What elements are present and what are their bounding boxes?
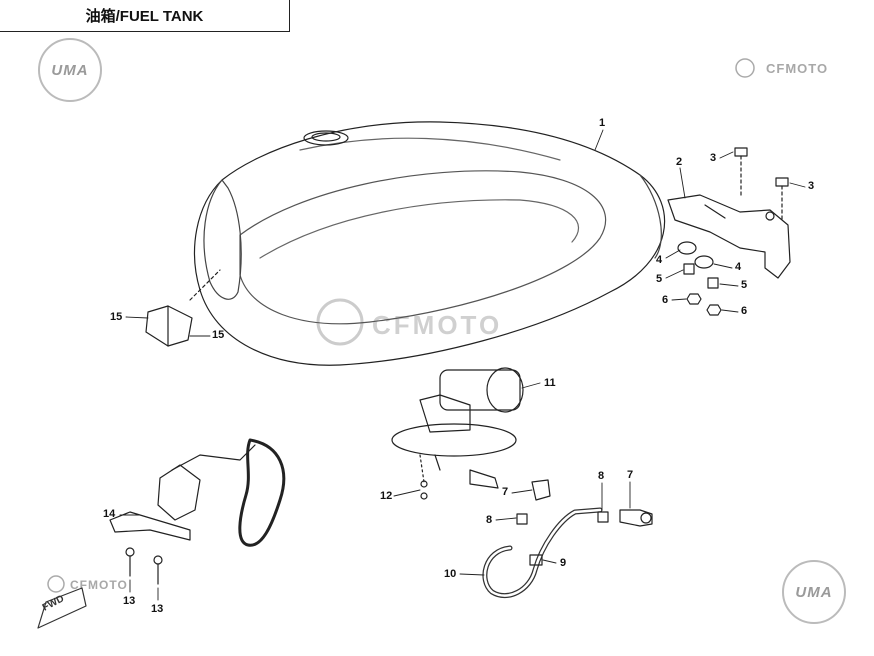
uma-logo-bottom-right: UMA <box>782 560 846 624</box>
callout-9: 9 <box>560 557 567 569</box>
collar-5-left <box>683 263 695 275</box>
nut-6-left <box>686 293 702 305</box>
leader-2 <box>679 167 686 199</box>
damper-4-right <box>694 255 714 269</box>
leader-5b <box>719 283 739 287</box>
callout-1: 1 <box>599 117 606 129</box>
connector-7-left <box>531 479 551 501</box>
leader-4b <box>713 263 733 269</box>
uma-logo-text: UMA <box>51 61 89 79</box>
callout-13: 13 <box>151 603 164 615</box>
callout-8: 8 <box>598 470 605 482</box>
leader-1 <box>594 129 604 151</box>
tank-bracket-slot <box>704 204 726 219</box>
callout-5: 5 <box>656 273 663 285</box>
fuel-tank-contour <box>299 137 561 161</box>
fuel-pump-filter <box>419 394 471 433</box>
float-arm <box>171 444 256 471</box>
leader-15a <box>125 316 149 319</box>
screw-12-a <box>420 480 428 488</box>
leader-3b <box>789 182 806 188</box>
callout-11: 11 <box>544 377 556 389</box>
bolt-3-right <box>775 177 789 223</box>
callout-15: 15 <box>212 329 225 341</box>
nut-6-right <box>706 304 722 316</box>
cfmoto-logo-ring <box>47 575 65 593</box>
clamp-8-right <box>597 511 609 523</box>
bolt-3-upper <box>734 147 748 196</box>
leader-10 <box>459 573 485 576</box>
uma-logo-text: UMA <box>795 583 833 601</box>
connector-7-right <box>619 509 653 527</box>
screw-13-left <box>125 547 135 577</box>
tank-bracket <box>667 194 791 279</box>
forward-arrow-icon <box>37 587 87 629</box>
screw-12-b <box>420 492 428 500</box>
fuel-pump-outlet <box>469 469 499 489</box>
clamp-8-left <box>516 513 528 525</box>
callout-7: 7 <box>627 469 634 481</box>
cfmoto-logo-ring <box>735 58 755 78</box>
cfmoto-watermark-ring <box>316 298 364 346</box>
leader-6a <box>671 298 687 301</box>
fuel-tank-mount-tab <box>639 174 662 259</box>
fuel-cap-recess <box>303 130 349 146</box>
callout-3: 3 <box>710 152 717 164</box>
fuel-pump-body <box>439 369 521 411</box>
fuel-pump-flange <box>391 423 517 457</box>
callout-8: 8 <box>486 514 493 526</box>
float-bracket-14 <box>109 511 191 541</box>
callout-6: 6 <box>662 294 669 306</box>
page-title: 油箱/FUEL TANK <box>0 0 290 32</box>
callout-4: 4 <box>735 261 742 273</box>
fuel-cap-recess-inner <box>311 132 341 142</box>
hose-clamp-9 <box>529 554 543 566</box>
tank-bracket-hole <box>765 211 775 221</box>
leader-11 <box>521 382 541 389</box>
float-housing <box>157 464 201 521</box>
cfmoto-logo-top-right: CFMOTO <box>766 61 829 76</box>
callout-7: 7 <box>502 486 509 498</box>
leader-8a <box>495 517 517 521</box>
leader-3a <box>719 151 734 159</box>
callout-12: 12 <box>380 490 393 502</box>
leader-5a <box>665 269 684 279</box>
fuel-tank-inner-line <box>259 199 580 259</box>
callout-4: 4 <box>656 254 663 266</box>
leader-7a <box>511 489 533 494</box>
callout-13: 13 <box>123 595 136 607</box>
cfmoto-watermark: CFMOTO <box>372 310 503 340</box>
fuel-tank-rear-opening <box>203 179 242 300</box>
callout-3: 3 <box>808 180 815 192</box>
leader-4a <box>665 249 681 259</box>
callout-5: 5 <box>741 279 748 291</box>
leader-9 <box>542 559 557 564</box>
callout-14: 14 <box>103 508 116 520</box>
damper-4-left <box>677 241 697 255</box>
leader-12 <box>393 489 421 497</box>
fuel-pump-cylinder-end <box>486 367 524 413</box>
uma-logo-top-left: UMA <box>38 38 102 102</box>
callout-15: 15 <box>110 311 123 323</box>
fuel-tank-outline <box>193 121 666 366</box>
rubber-block-15 <box>145 305 193 347</box>
screw-13-right <box>153 555 163 585</box>
callout-6: 6 <box>741 305 748 317</box>
fuel-tank-side-panel <box>239 170 607 325</box>
collar-5-right <box>707 277 719 289</box>
float-body <box>238 438 286 547</box>
cfmoto-logo-bottom-left: CFMOTO <box>70 578 128 592</box>
leader-6b <box>721 309 739 313</box>
callout-2: 2 <box>676 156 683 168</box>
callout-10: 10 <box>444 568 457 580</box>
